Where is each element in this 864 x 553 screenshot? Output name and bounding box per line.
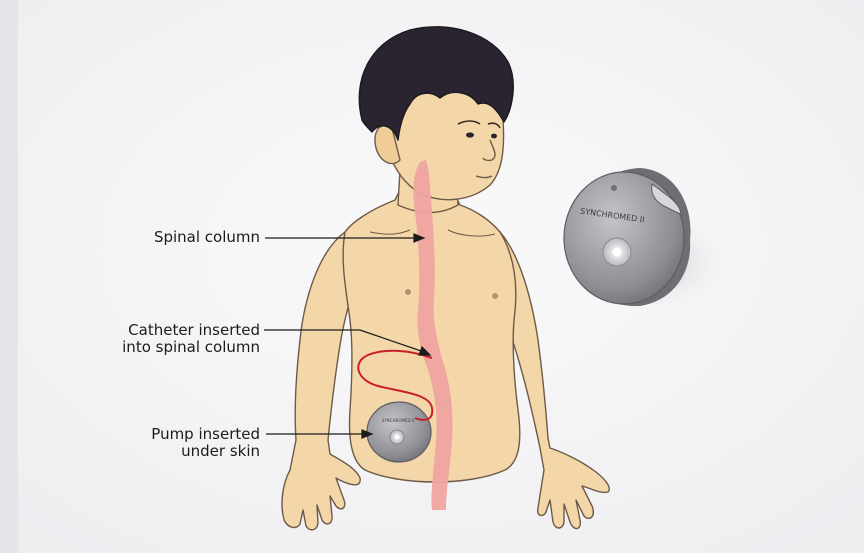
pump-label-line1: Pump inserted xyxy=(100,426,260,443)
implanted-pump-label: SYNCHROMED II xyxy=(382,418,414,423)
spinal-column-label: Spinal column xyxy=(100,229,260,246)
nipple xyxy=(405,289,411,295)
left-edge-band xyxy=(0,0,18,553)
pump-device-small-port xyxy=(611,185,617,191)
catheter-label: Catheter inserted into spinal column xyxy=(80,322,260,356)
implanted-pump: SYNCHROMED II xyxy=(367,402,431,462)
pump-device-center-dot xyxy=(613,248,622,257)
spinal-column-label-text: Spinal column xyxy=(100,229,260,246)
pump-device-face xyxy=(564,172,684,304)
eye xyxy=(491,134,497,139)
nipple xyxy=(492,293,498,299)
pump-label-line2: under skin xyxy=(100,443,260,460)
pump-label: Pump inserted under skin xyxy=(100,426,260,460)
implanted-pump-port-center xyxy=(395,435,400,440)
catheter-label-line2: into spinal column xyxy=(80,339,260,356)
catheter-label-line1: Catheter inserted xyxy=(80,322,260,339)
eye xyxy=(466,132,474,137)
